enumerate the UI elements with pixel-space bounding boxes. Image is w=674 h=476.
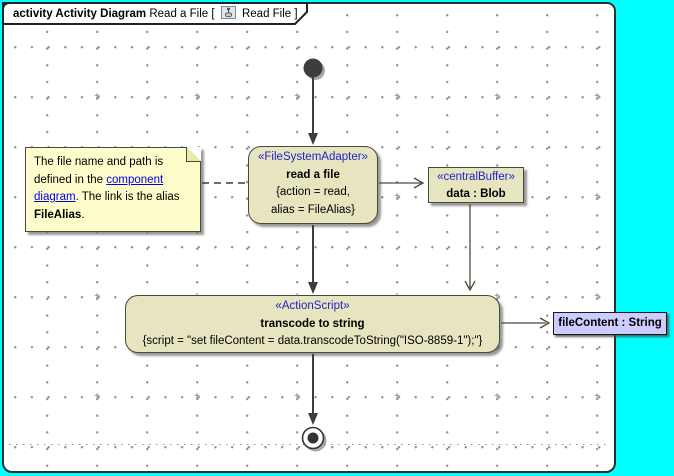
grid-cross: + (394, 91, 400, 102)
activity-diagram-icon (220, 6, 236, 22)
grid-cross: + (494, 91, 500, 102)
note-comment[interactable]: The file name and path is defined in the… (25, 147, 201, 232)
grid-cross: + (494, 391, 500, 402)
stereotype-label: «ActionScript» (275, 300, 350, 312)
object-node-filecontent[interactable]: fileContent : String (553, 312, 667, 335)
action-node-read-a-file[interactable]: «FileSystemAdapter» read a file {action … (248, 146, 378, 224)
note-text: . (81, 208, 85, 221)
central-buffer-node[interactable]: «centralBuffer» data : Blob (428, 167, 524, 203)
grid-cross: + (394, 391, 400, 402)
grid-cross: + (94, 391, 100, 402)
component-diagram-link[interactable]: component diagram (34, 173, 164, 204)
note-text: The file name and path is defined in the (34, 156, 164, 186)
stereotype-label: «FileSystemAdapter» (258, 151, 368, 163)
action-name: transcode to string (260, 317, 365, 330)
grid-cross: + (394, 191, 400, 202)
diagram-canvas[interactable]: ++++++++++++++++++++++++ (2, 2, 616, 473)
frame-heading: activity Activity Diagram Read a File [ … (13, 6, 298, 22)
action-node-transcode-to-string[interactable]: «ActionScript» transcode to string {scri… (125, 295, 500, 353)
grid-cross: + (194, 391, 200, 402)
frame-heading-title: activity Activity Diagram (13, 8, 147, 20)
grid-cross: + (294, 391, 300, 402)
grid-cross: + (94, 91, 100, 102)
action-properties: alias = FileAlias} (270, 203, 356, 216)
action-properties: {action = read, (276, 186, 350, 198)
note-bold-text: FileAlias (34, 208, 82, 221)
note-fold-corner (187, 147, 201, 161)
grid-cross: + (594, 391, 600, 402)
frame-heading-context: Read a File [ (149, 8, 215, 20)
grid-cross: + (594, 291, 600, 302)
stereotype-label: «centralBuffer» (437, 171, 515, 183)
page-break-line (9, 444, 609, 445)
action-properties: {script = "set fileContent = data.transc… (142, 335, 483, 347)
frame-heading-name: Read File ] (241, 8, 298, 20)
action-name: read a file (286, 168, 340, 181)
note-text: . The link is the alias (75, 191, 180, 203)
grid-cross: + (94, 291, 100, 302)
grid-cross: + (594, 191, 600, 202)
grid-cross: + (294, 91, 300, 102)
buffer-name: data : Blob (446, 187, 506, 200)
grid-cross: + (194, 91, 200, 102)
grid-cross: + (594, 91, 600, 102)
